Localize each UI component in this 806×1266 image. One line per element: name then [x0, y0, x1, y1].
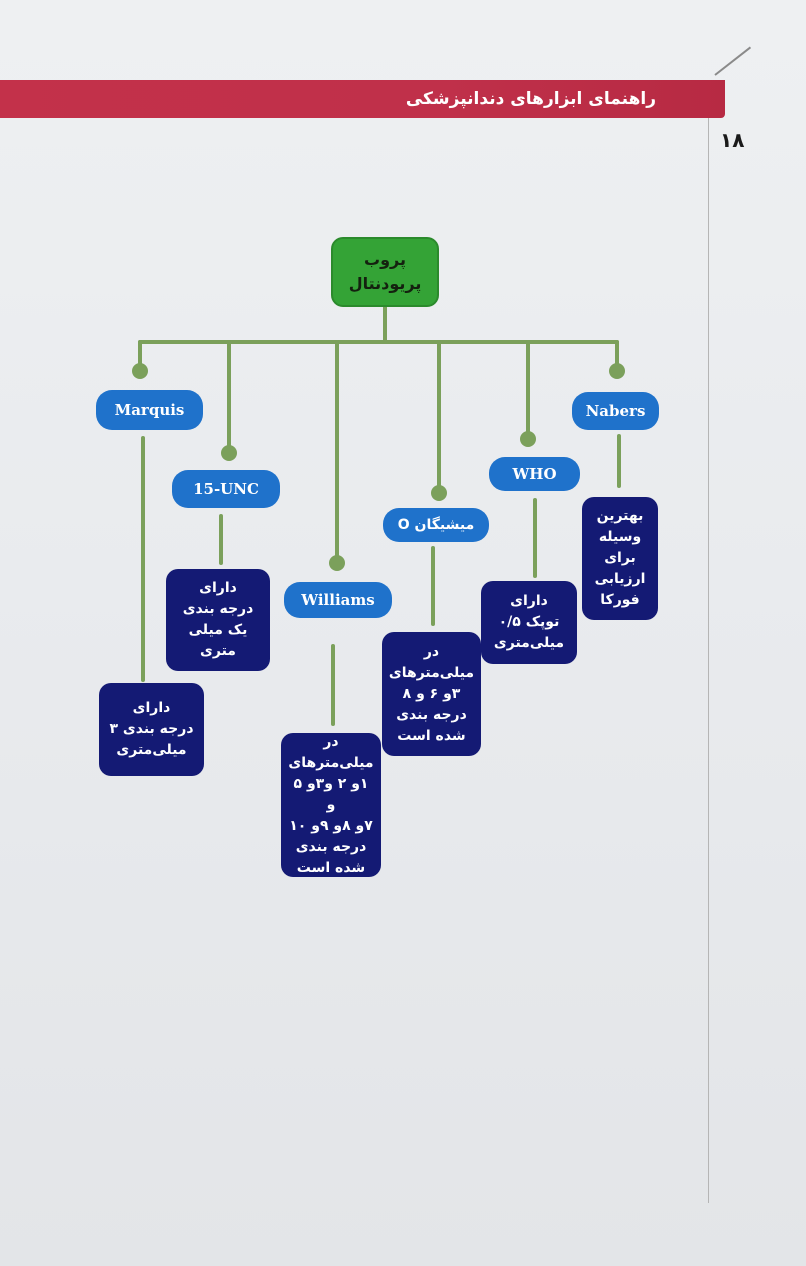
root-node: پروب پریودنتال — [331, 237, 439, 307]
dot-unc15 — [221, 445, 237, 461]
probe-node-who: WHO — [489, 457, 580, 491]
dot-nabers — [609, 363, 625, 379]
probe-node-marquis: Marquis — [96, 390, 203, 430]
probe-node-michigan: میشیگان O — [383, 508, 489, 542]
description-who: دارای توپک ۰/۵ میلی‌متری — [481, 581, 577, 664]
description-marquis: دارای درجه بندی ۳ میلی‌متری — [99, 683, 204, 776]
margin-rule — [708, 118, 709, 1203]
probe-node-nabers: Nabers — [572, 392, 659, 430]
dot-michigan — [431, 485, 447, 501]
header-title: راهنمای ابزارهای دندانپزشکی — [405, 89, 656, 109]
dot-who — [520, 431, 536, 447]
probe-node-unc15: 15-UNC — [172, 470, 280, 508]
description-williams: در میلی‌مترهای ۱و ۲ و۳و ۵ و ۷و ۸و ۹و ۱۰ … — [281, 733, 381, 877]
dot-williams — [329, 555, 345, 571]
dot-marquis — [132, 363, 148, 379]
page-number: ۱۸ — [720, 128, 745, 152]
probe-node-williams: Williams — [284, 582, 392, 618]
header-band — [0, 80, 725, 118]
description-michigan: در میلی‌مترهای ۳و ۶ و ۸ درجه بندی شده اس… — [382, 632, 481, 756]
description-unc15: دارای درجه بندی یک میلی متری — [166, 569, 270, 671]
description-nabers: بهترین وسیله برای ارزیابی فورکا — [582, 497, 658, 620]
